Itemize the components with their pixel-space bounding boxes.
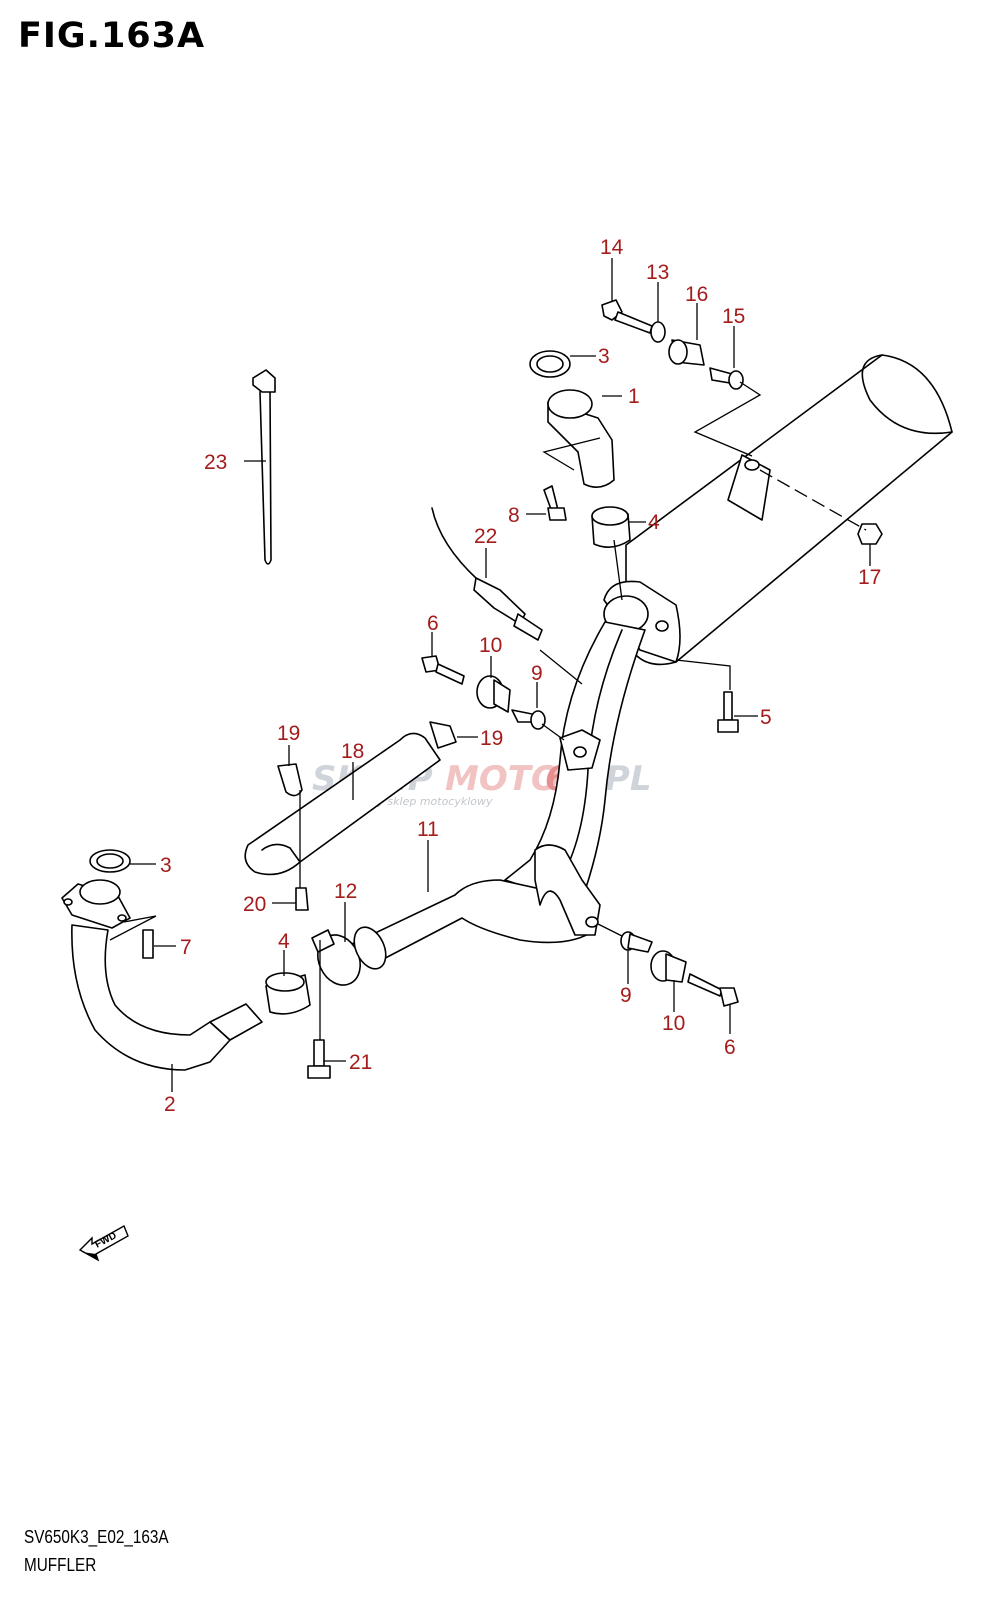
figure-title: FIG.163A — [18, 16, 206, 56]
callout-21: 21 — [349, 1051, 372, 1074]
callout-14: 14 — [600, 236, 624, 259]
callout-11: 11 — [417, 818, 439, 841]
callout-numbers: 1 2 3 3 4 4 5 6 6 7 8 9 9 10 10 11 12 13… — [160, 236, 881, 1116]
callout-15: 15 — [722, 305, 745, 328]
callout-17: 17 — [858, 566, 881, 589]
connector-pipe-part — [547, 389, 615, 488]
callout-10-lower: 10 — [662, 1012, 685, 1035]
callout-19-left: 19 — [277, 722, 300, 745]
callout-9-lower: 9 — [620, 984, 632, 1007]
callout-13: 13 — [646, 261, 669, 284]
front-exhaust-pipe-part — [61, 879, 263, 1071]
stud-7-part — [142, 929, 154, 959]
clamp-19-left-part — [277, 763, 303, 797]
forward-direction-arrow: FWD — [78, 1224, 129, 1262]
callout-18: 18 — [341, 740, 364, 763]
bolt-20-part — [295, 887, 309, 911]
callout-1: 1 — [628, 385, 640, 408]
callout-6-lower: 6 — [724, 1036, 736, 1059]
callout-6-upper: 6 — [427, 612, 439, 635]
callout-16: 16 — [685, 283, 708, 306]
center-exhaust-pipe-part — [311, 621, 646, 986]
bolt-6-lower-part — [687, 973, 723, 997]
callout-5: 5 — [760, 706, 772, 729]
figure-name: MUFFLER — [24, 1555, 97, 1575]
callout-12: 12 — [334, 880, 357, 903]
callout-20: 20 — [243, 893, 266, 916]
watermark-brand-b: MOTO — [445, 759, 560, 799]
clamp-19-right-part — [429, 721, 457, 749]
callout-10-upper: 10 — [479, 634, 502, 657]
callout-7: 7 — [180, 936, 192, 959]
callout-4-upper: 4 — [648, 511, 660, 534]
oxygen-sensor-part — [431, 507, 479, 581]
washer-13-part — [650, 321, 666, 343]
cable-tie-part — [252, 369, 276, 565]
bolt-5-part — [723, 691, 733, 721]
muffler-body-part — [603, 354, 953, 666]
callout-23: 23 — [204, 451, 227, 474]
callout-3-upper: 3 — [598, 345, 610, 368]
figure-code: SV650K3_E02_163A — [24, 1527, 169, 1547]
gasket-upper-part — [529, 350, 571, 378]
callout-8: 8 — [508, 504, 520, 527]
callout-19-right: 19 — [480, 727, 503, 750]
callout-2: 2 — [164, 1093, 176, 1116]
leader-lines — [109, 258, 871, 1092]
nut-17-part — [857, 523, 883, 545]
callout-3-lower: 3 — [160, 854, 172, 877]
callout-4-lower: 4 — [278, 930, 290, 953]
gasket-lower-part — [89, 849, 131, 873]
callout-22: 22 — [474, 525, 497, 548]
heat-shield-part — [244, 732, 441, 876]
callout-9-upper: 9 — [531, 662, 543, 685]
bolt-21-part — [313, 1039, 325, 1067]
